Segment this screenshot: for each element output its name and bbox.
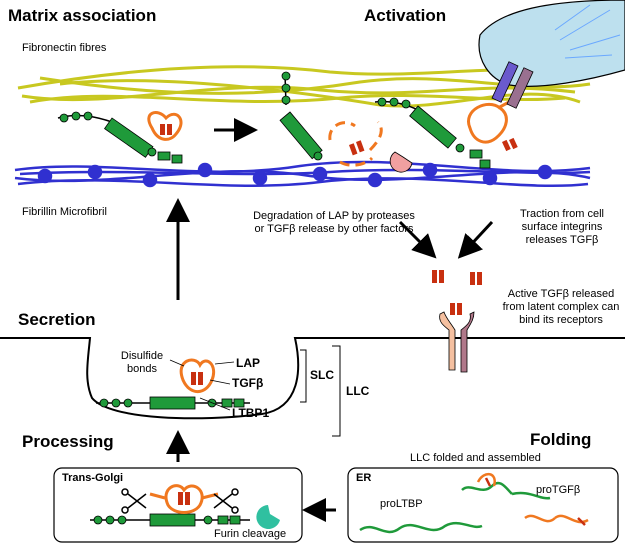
label-traction: Traction from cell surface integrins rel… xyxy=(520,208,604,246)
vesicle-complex xyxy=(96,358,250,411)
arrow-degradation xyxy=(398,220,437,259)
label-disulfide: Disulfide bonds xyxy=(120,350,164,375)
tgfb-receptor xyxy=(439,303,475,373)
heading-activation: Activation xyxy=(364,6,447,25)
heading-processing: Processing xyxy=(22,432,114,451)
fibrillin-microfibril xyxy=(14,160,591,188)
heading-folding: Folding xyxy=(530,430,592,449)
label-lap: LAP xyxy=(236,356,260,370)
golgi-complex xyxy=(90,484,250,527)
label-tgfb: TGFβ xyxy=(232,376,264,390)
trans-golgi-box xyxy=(53,467,303,543)
label-active-tgfb: Active TGFβ released from latent complex… xyxy=(502,288,620,326)
latent-complex-1 xyxy=(57,111,183,164)
label-llc-folded: LLC folded and assembled xyxy=(410,452,541,464)
label-fibrillin: Fibrillin Microfibril xyxy=(22,206,107,218)
integrin-cell xyxy=(478,0,625,109)
heading-matrix-association: Matrix association xyxy=(8,6,157,25)
heading-secretion: Secretion xyxy=(18,310,96,329)
arrow-traction xyxy=(457,220,494,259)
latent-complex-3 xyxy=(374,94,521,169)
label-degradation: Degradation of LAP by proteases or TGFβ … xyxy=(253,210,415,235)
scissors-icon-right xyxy=(213,488,239,514)
label-furin-cleavage: Furin cleavage xyxy=(214,528,287,540)
label-fibronectin: Fibronectin fibres xyxy=(22,42,107,54)
label-trans-golgi: Trans-Golgi xyxy=(62,472,124,484)
slc-bracket xyxy=(300,349,307,403)
label-er: ER xyxy=(356,472,372,484)
er-box xyxy=(347,467,619,543)
furin-icon xyxy=(256,505,280,529)
active-tgfb xyxy=(432,270,482,285)
label-proltbp: proLTBP xyxy=(380,498,423,510)
scissors-icon-left xyxy=(121,488,147,514)
label-ltbp1: LTBP1 xyxy=(232,406,270,420)
label-protgfb: proTGFβ xyxy=(536,484,581,496)
plasma-membrane xyxy=(0,337,625,420)
latent-complex-2 xyxy=(279,71,413,173)
llc-bracket xyxy=(332,345,341,437)
label-slc: SLC xyxy=(310,368,334,382)
label-llc: LLC xyxy=(346,384,370,398)
er-proteins xyxy=(359,473,589,534)
